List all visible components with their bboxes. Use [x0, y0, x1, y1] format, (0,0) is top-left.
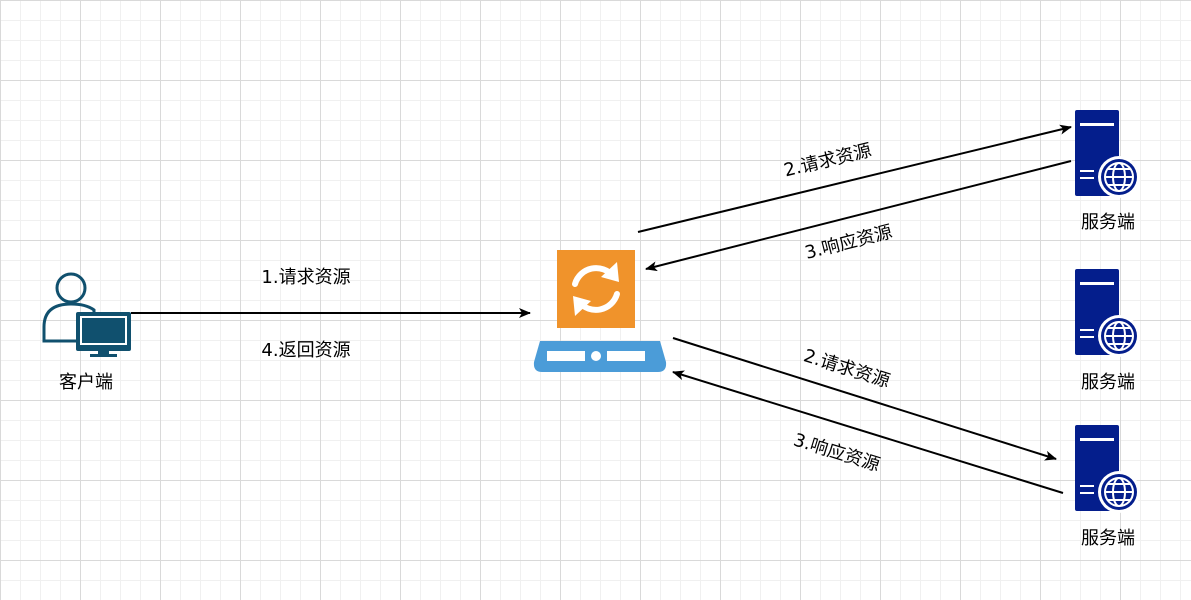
server-node-1[interactable]: 服务端	[1075, 110, 1140, 233]
client-node[interactable]: 客户端	[42, 272, 131, 393]
edge-proxy-to-server1-request[interactable]	[637, 124, 1072, 233]
edge-label-request-2-bottom: 2.请求资源	[801, 345, 892, 392]
server-globe-icon	[1075, 425, 1140, 513]
edge-server3-to-proxy-response[interactable]	[672, 370, 1064, 494]
proxy-sync-icon	[557, 250, 635, 328]
server-label-1: 服务端	[1081, 212, 1135, 233]
server-globe-icon	[1075, 110, 1140, 198]
client-user-computer-icon	[42, 272, 131, 357]
edge-server1-to-proxy-response[interactable]	[645, 160, 1072, 272]
server-node-2[interactable]: 服务端	[1075, 269, 1140, 393]
server-label-2: 服务端	[1081, 372, 1135, 393]
edge-label-request-1: 1.请求资源	[261, 267, 350, 288]
edge-label-return-4: 4.返回资源	[261, 340, 350, 361]
edge-proxy-to-server3-request[interactable]	[672, 337, 1057, 461]
proxy-node[interactable]	[533, 250, 667, 372]
edge-label-response-3-top: 3.响应资源	[803, 221, 895, 263]
client-label: 客户端	[59, 372, 113, 393]
proxy-device-icon	[533, 341, 667, 372]
server-label-3: 服务端	[1081, 528, 1135, 549]
edge-label-request-2-top: 2.请求资源	[782, 140, 874, 181]
server-globe-icon	[1075, 269, 1140, 357]
edge-label-response-3-bottom: 3.响应资源	[791, 430, 882, 476]
server-node-3[interactable]: 服务端	[1075, 425, 1140, 549]
